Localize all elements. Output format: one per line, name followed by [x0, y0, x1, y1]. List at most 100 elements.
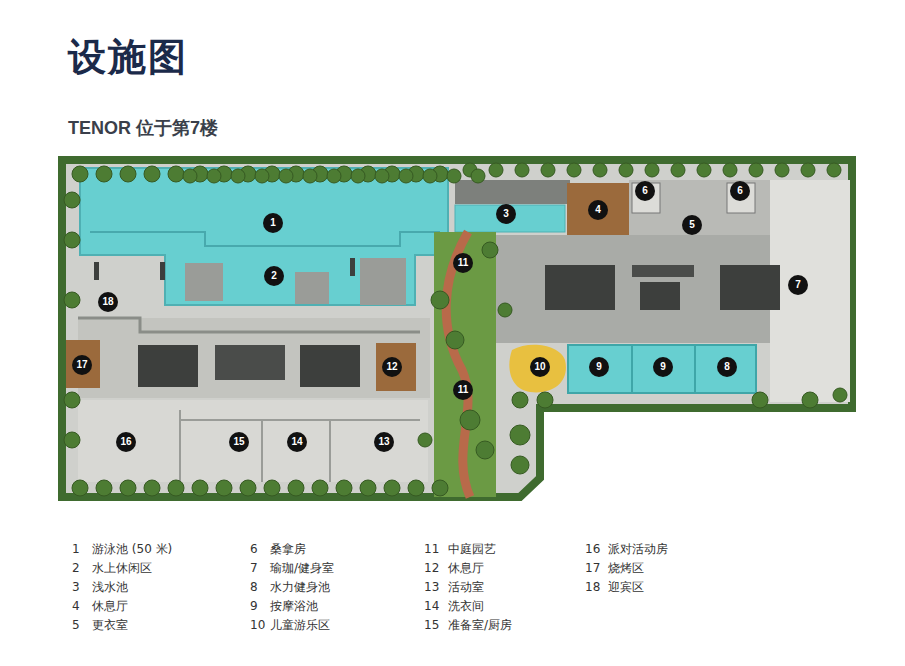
tree — [216, 480, 232, 496]
tree — [312, 480, 328, 496]
legend-number: 12 — [424, 560, 439, 576]
tree — [833, 388, 847, 402]
tree — [96, 480, 112, 496]
tree — [64, 432, 80, 448]
callout-number: 12 — [382, 357, 402, 377]
tree — [432, 480, 448, 496]
cabana — [720, 265, 780, 310]
tree — [801, 163, 815, 177]
cabana — [300, 345, 360, 387]
tree — [120, 166, 136, 182]
callout-number: 8 — [717, 357, 737, 377]
tree — [144, 166, 160, 182]
legend-name: 瑜珈/健身室 — [270, 560, 334, 576]
legend-number: 10 — [250, 617, 265, 633]
tree — [408, 480, 424, 496]
tree — [697, 163, 711, 177]
callout-number: 18 — [98, 292, 118, 312]
legend-number: 16 — [585, 541, 600, 557]
legend-name: 洗衣间 — [448, 598, 484, 614]
callout-number: 3 — [496, 204, 516, 224]
tree — [255, 169, 269, 183]
tree — [418, 433, 432, 447]
paved-area — [78, 318, 430, 398]
tree — [360, 480, 376, 496]
legend-name: 更衣室 — [92, 617, 128, 633]
legend-number: 2 — [72, 560, 80, 576]
tree — [827, 163, 841, 177]
legend-name: 游泳池 (50 米) — [92, 541, 172, 557]
legend-name: 按摩浴池 — [270, 598, 318, 614]
legend-name: 派对活动房 — [608, 541, 668, 557]
pool-island — [295, 272, 329, 304]
tree — [279, 169, 293, 183]
gym-area — [770, 180, 850, 402]
wading-pool — [455, 205, 565, 232]
tree — [749, 163, 763, 177]
tree — [303, 169, 317, 183]
callout-number: 17 — [72, 355, 92, 375]
callout-number: 16 — [116, 432, 136, 452]
tree — [64, 232, 80, 248]
tree — [120, 480, 136, 496]
legend-number: 9 — [250, 598, 258, 614]
tree — [447, 169, 461, 183]
tree — [64, 292, 80, 308]
tree — [802, 392, 818, 408]
cabana — [138, 345, 198, 387]
legend-number: 14 — [424, 598, 439, 614]
legend-name: 水上休闲区 — [92, 560, 152, 576]
tree — [510, 425, 530, 445]
tree — [515, 163, 529, 177]
legend-name: 准备室/厨房 — [448, 617, 512, 633]
tree — [431, 291, 449, 309]
legend-name: 烧烤区 — [608, 560, 644, 576]
cabana — [640, 282, 680, 310]
legend-number: 5 — [72, 617, 80, 633]
tree — [619, 163, 633, 177]
tree — [384, 480, 400, 496]
water-feature — [455, 180, 570, 204]
tree — [399, 169, 413, 183]
legend-number: 6 — [250, 541, 258, 557]
tree — [489, 163, 503, 177]
callout-number: 5 — [682, 215, 702, 235]
kids-play — [509, 345, 566, 393]
tree — [207, 169, 221, 183]
tree — [541, 163, 555, 177]
tree — [168, 166, 184, 182]
callout-number: 9 — [653, 357, 673, 377]
tree — [144, 480, 160, 496]
tree — [192, 480, 208, 496]
legend-number: 15 — [424, 617, 439, 633]
tree — [351, 169, 365, 183]
lounger — [350, 258, 355, 276]
callout-number: 4 — [588, 200, 608, 220]
legend-number: 8 — [250, 579, 258, 595]
tree — [183, 169, 197, 183]
tree — [327, 169, 341, 183]
legend-name: 中庭园艺 — [448, 541, 496, 557]
spa-pools — [568, 345, 756, 393]
legend-name: 儿童游乐区 — [270, 617, 330, 633]
legend-number: 3 — [72, 579, 80, 595]
callout-number: 15 — [229, 432, 249, 452]
deck — [376, 343, 416, 391]
callout-number: 11 — [453, 380, 473, 400]
callout-number: 6 — [635, 181, 655, 201]
site-ground — [62, 160, 852, 497]
callout-number: 11 — [453, 253, 473, 273]
pool-divider — [632, 345, 695, 393]
legend-number: 18 — [585, 579, 600, 595]
tree — [512, 392, 528, 408]
legend-name: 水力健身池 — [270, 579, 330, 595]
tree — [775, 163, 789, 177]
bench — [632, 265, 694, 277]
legend-name: 迎宾区 — [608, 579, 644, 595]
legend-number: 17 — [585, 560, 600, 576]
callout-number: 9 — [589, 357, 609, 377]
garden — [434, 232, 496, 497]
legend-name: 桑拿房 — [270, 541, 306, 557]
room-wall — [180, 410, 420, 482]
tree — [375, 169, 389, 183]
